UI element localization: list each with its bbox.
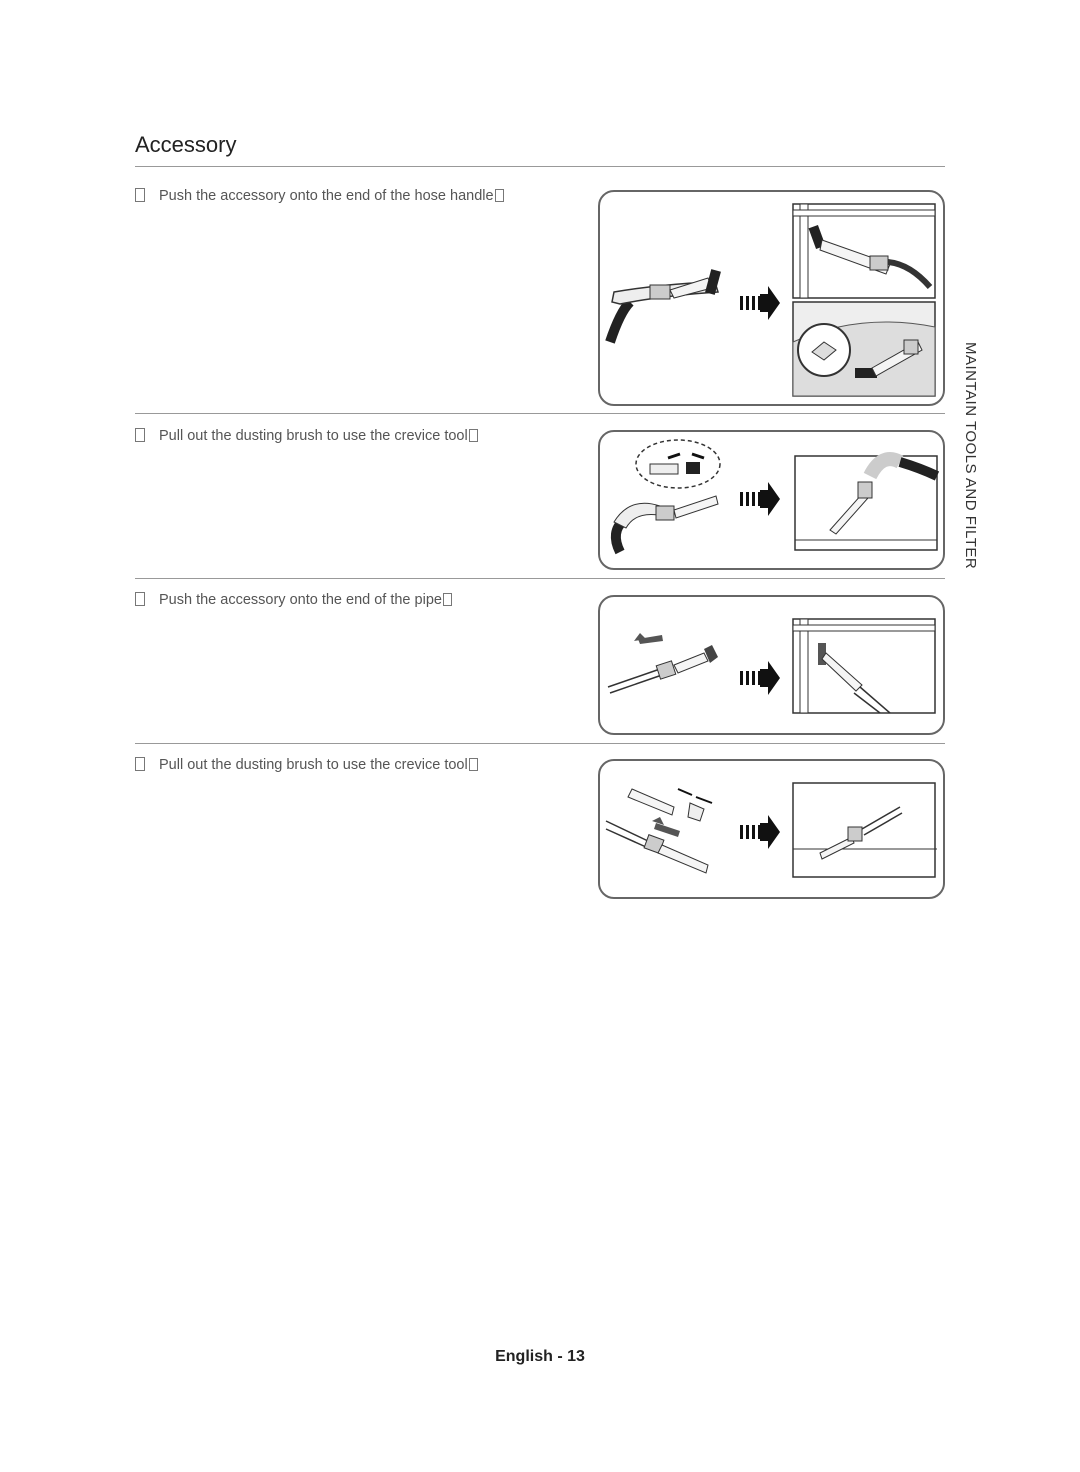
- chapter-label-text: MAINTAIN TOOLS AND FILTER: [962, 342, 979, 570]
- step-divider-2: [135, 578, 945, 579]
- pipe-crevice-illustration: [605, 782, 937, 878]
- step-4-label: Pull out the dusting brush to use the cr…: [159, 757, 468, 773]
- step-2-text: Pull out the dusting brush to use the cr…: [135, 428, 478, 444]
- illustration-hose-handle-accessory: [598, 190, 945, 406]
- illustration-pipe-crevice-tool: [598, 759, 945, 899]
- section-title: Accessory: [135, 132, 237, 157]
- step-3-text: Push the accessory onto the end of the p…: [135, 592, 452, 608]
- bullet-icon: [135, 428, 145, 442]
- bullet-icon: [135, 757, 145, 771]
- bullet-icon: [135, 188, 145, 202]
- glyph-icon: [442, 593, 452, 606]
- step-divider-1: [135, 413, 945, 414]
- title-divider: [135, 166, 945, 167]
- bullet-icon: [135, 592, 145, 606]
- illustration-hose-crevice-tool: [598, 430, 945, 570]
- hose-crevice-illustration: [610, 439, 940, 555]
- glyph-icon: [468, 429, 478, 442]
- page-number: English - 13: [495, 1348, 585, 1365]
- pipe-accessory-illustration: [607, 618, 936, 714]
- step-3-label: Push the accessory onto the end of the p…: [159, 592, 442, 608]
- step-divider-3: [135, 743, 945, 744]
- sidebar-chapter-label: MAINTAIN TOOLS AND FILTER: [962, 342, 992, 592]
- glyph-icon: [468, 758, 478, 771]
- step-1-label: Push the accessory onto the end of the h…: [159, 188, 494, 204]
- step-2-label: Pull out the dusting brush to use the cr…: [159, 428, 468, 444]
- hose-accessory-illustration: [605, 203, 936, 397]
- glyph-icon: [494, 189, 504, 202]
- illustration-pipe-accessory: [598, 595, 945, 735]
- step-4-text: Pull out the dusting brush to use the cr…: [135, 757, 478, 773]
- step-1-text: Push the accessory onto the end of the h…: [135, 188, 504, 204]
